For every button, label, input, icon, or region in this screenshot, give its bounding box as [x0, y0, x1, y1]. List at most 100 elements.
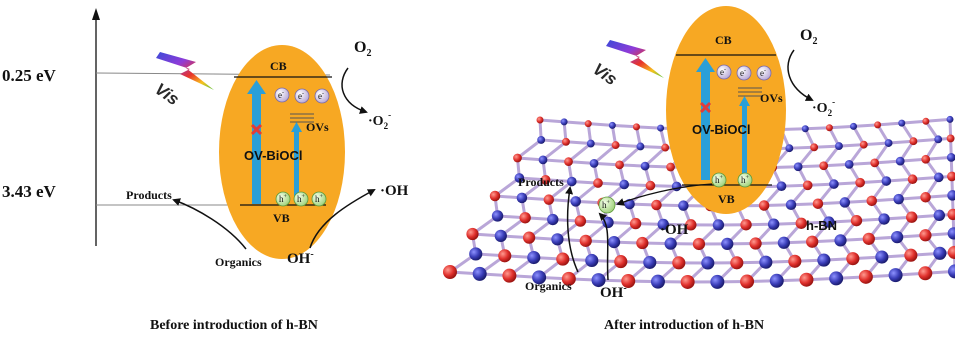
- lattice-atom-red: [866, 195, 878, 207]
- lattice-atom-blue: [893, 193, 904, 205]
- lattice-atom-red: [907, 174, 918, 185]
- superoxide-label: ·O2-: [368, 110, 391, 131]
- o2-label-right: O2: [800, 27, 817, 47]
- lattice-atom-blue: [585, 253, 599, 268]
- lattice-atom-blue: [532, 270, 547, 285]
- lattice-atom-red: [799, 272, 814, 287]
- lattice-atom-red: [443, 265, 457, 279]
- ov-arrow-head-right: [739, 96, 750, 106]
- svg-text:h+: h+: [315, 194, 324, 204]
- lattice-atom-blue: [767, 218, 780, 230]
- lattice-atom-blue: [636, 142, 645, 151]
- lattice-atom-blue: [643, 255, 657, 269]
- lattice-bond: [636, 125, 661, 130]
- lattice-atom-red: [947, 208, 955, 221]
- oh-oxidation-arrow: [309, 189, 376, 249]
- lattice-bond: [541, 138, 567, 144]
- lattice-atom-blue: [560, 118, 568, 126]
- lattice-bond: [888, 139, 914, 145]
- lattice-atom-red: [666, 162, 675, 172]
- catalyst-label: OV-BiOCl: [244, 148, 303, 163]
- hole-3: h+: [311, 191, 327, 207]
- lattice-atom-red: [564, 157, 573, 167]
- lattice-atom-blue: [934, 135, 943, 144]
- electron-2: e-: [294, 88, 310, 104]
- lattice-atom-red: [918, 266, 933, 281]
- vb-label: VB: [273, 211, 290, 225]
- lattice-atom-red: [806, 235, 819, 248]
- oh-minus-label: OH-: [287, 249, 314, 267]
- right-panel: CB VB OVs OV-BiOCl e- e- e- h+: [443, 6, 955, 301]
- lattice-bond: [542, 140, 567, 162]
- lattice-atom-red: [850, 214, 863, 227]
- lattice-atom-blue: [570, 196, 581, 207]
- lattice-atom-blue: [948, 264, 955, 279]
- svg-text:h+: h+: [297, 194, 306, 204]
- lattice-atom-blue: [776, 181, 787, 192]
- catalyst-ellipse-right: [666, 6, 786, 214]
- oh-minus-label-right: OH-: [600, 283, 627, 301]
- organics-to-products-arrow: [172, 198, 247, 250]
- lattice-bond: [593, 143, 617, 165]
- electron-right-1: e-: [716, 64, 732, 80]
- visible-light-icon: [156, 52, 214, 90]
- lattice-atom-blue: [491, 210, 504, 222]
- lattice-atom-blue: [516, 192, 528, 204]
- lattice-atom-blue: [834, 234, 847, 247]
- svg-text:e-: e-: [278, 90, 284, 100]
- lattice-atom-blue: [619, 179, 630, 190]
- lattice-atom-red: [862, 232, 875, 245]
- lattice-atom-blue: [793, 162, 803, 172]
- lattice-atom-blue: [933, 246, 947, 260]
- lattice-atom-red: [466, 227, 479, 241]
- lattice-atom-blue: [538, 155, 548, 165]
- lattice-atom-blue: [640, 161, 650, 171]
- lattice-bond: [615, 143, 641, 148]
- lattice-atom-blue: [678, 200, 689, 211]
- svg-text:e-: e-: [760, 68, 766, 78]
- ovs-label: OVs: [306, 120, 329, 134]
- o2-reduction-arrow: [341, 67, 368, 114]
- lattice-bond: [863, 141, 889, 147]
- lattice-atom-blue: [551, 233, 564, 246]
- lattice-bond: [925, 117, 951, 123]
- lattice-atom-red: [919, 229, 932, 242]
- lattice-atom-red: [855, 177, 865, 188]
- recombination-cross-icon: [250, 123, 263, 136]
- lattice-bond: [901, 119, 926, 125]
- lattice-atom-blue: [589, 158, 599, 168]
- lattice-atom-blue: [839, 197, 851, 208]
- hole-right-1: h+: [711, 172, 727, 188]
- svg-text:e-: e-: [298, 91, 304, 101]
- lattice-atom-red: [562, 137, 570, 146]
- lattice-atom-red: [685, 219, 697, 231]
- lattice-atom-red: [947, 171, 955, 182]
- lattice-bond: [644, 146, 667, 168]
- lattice-atom-red: [740, 274, 755, 289]
- organics-label: Organics: [215, 255, 262, 269]
- lattice-atom-blue: [608, 121, 616, 129]
- hole-right-2: h+: [737, 172, 753, 188]
- lattice-atom-blue: [823, 216, 835, 228]
- oh-radical-label-right: ·OH: [660, 222, 689, 238]
- lattice-atom-red: [802, 180, 813, 191]
- lattice-atom-blue: [494, 229, 507, 242]
- lattice-atom-red: [904, 248, 918, 262]
- lattice-atom-red: [611, 141, 620, 150]
- lattice-bond: [539, 118, 565, 124]
- lattice-atom-red: [615, 160, 624, 170]
- lattice-atom-red: [593, 178, 603, 188]
- svg-text:h+: h+: [279, 194, 288, 204]
- lattice-atom-red: [556, 252, 570, 266]
- lattice-atom-red: [543, 194, 555, 205]
- lattice-bond: [612, 123, 637, 129]
- lattice-atom-red: [812, 198, 824, 209]
- lattice-atom-blue: [657, 218, 669, 231]
- lattice-bond: [789, 145, 815, 150]
- lattice-atom-blue: [829, 271, 844, 286]
- lattice-atom-red: [536, 116, 544, 124]
- lattice-bond: [590, 142, 616, 147]
- lattice-atom-red: [661, 143, 670, 152]
- catalyst-label-right: OV-BiOCl: [692, 122, 751, 137]
